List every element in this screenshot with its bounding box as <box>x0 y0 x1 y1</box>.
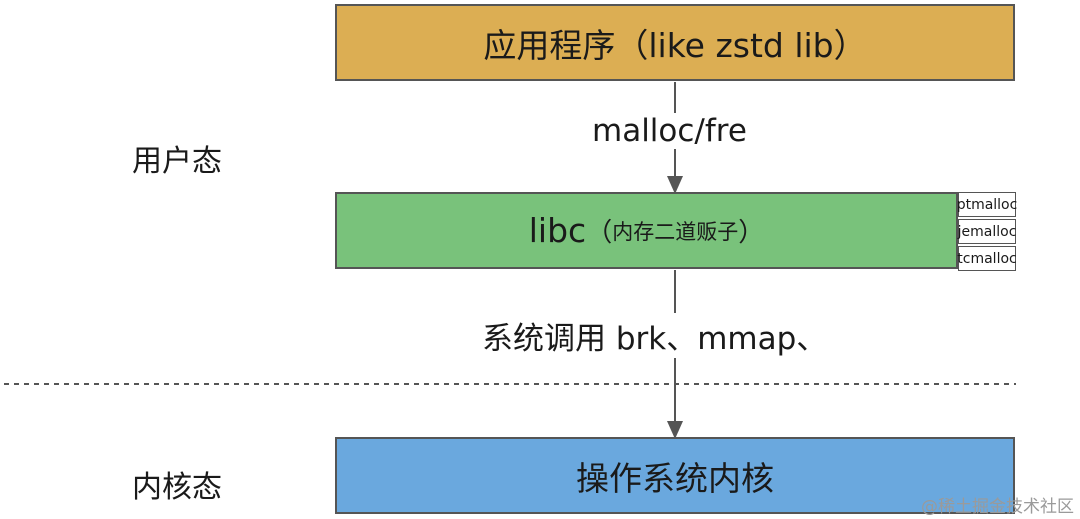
watermark: @稀土掘金技术社区 <box>921 497 1074 517</box>
user-space-label: 用户态 <box>132 144 222 179</box>
malloc-free-label: malloc/fre <box>586 113 753 149</box>
allocator-ptmalloc: ptmalloc <box>957 192 1017 217</box>
libc-box: libc（内存二道贩子） <box>335 192 958 269</box>
libc-open-paren: （ <box>586 218 613 248</box>
allocator-jemalloc: jemalloc <box>958 219 1016 244</box>
kernel-space-label: 内核态 <box>132 470 222 505</box>
syscall-label: 系统调用 brk、mmap、 <box>476 313 834 358</box>
allocator-tcmalloc: tcmalloc <box>957 246 1017 271</box>
libc-note: 内存二道贩子 <box>612 219 739 244</box>
libc-close-paren: ） <box>738 218 765 248</box>
kernel-label: 操作系统内核 <box>576 458 774 498</box>
kernel-box: 操作系统内核 <box>335 437 1015 514</box>
application-box: 应用程序（like zstd lib） <box>335 4 1015 81</box>
application-label: 应用程序（like zstd lib） <box>483 25 867 65</box>
libc-label: libc <box>528 211 587 250</box>
